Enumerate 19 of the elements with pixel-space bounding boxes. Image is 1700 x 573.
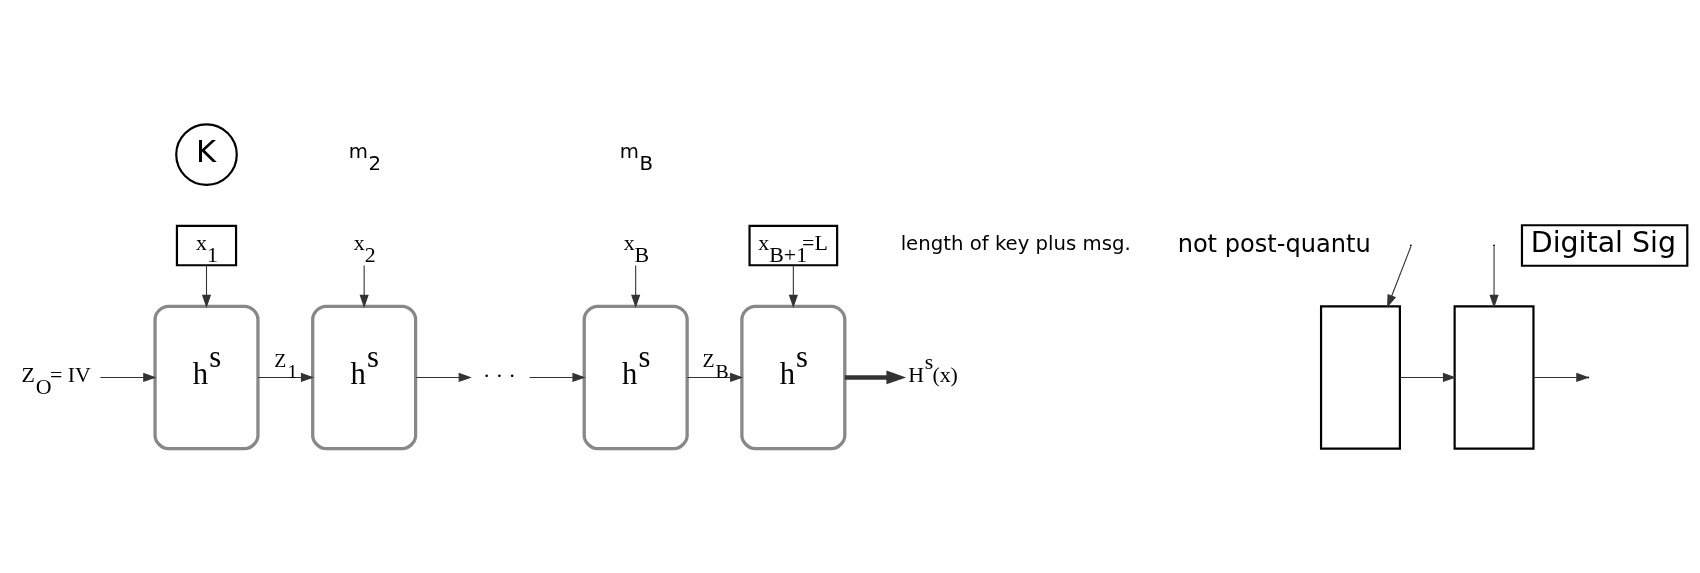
arrow bbox=[359, 264, 369, 308]
arrow bbox=[631, 264, 641, 308]
node-box bbox=[1319, 305, 1401, 450]
arrow bbox=[529, 372, 586, 383]
arrow bbox=[844, 370, 907, 385]
arrow bbox=[257, 372, 315, 383]
node-box: Digital Sig bbox=[1520, 224, 1689, 267]
arrow bbox=[1489, 246, 1499, 308]
node-text: · · · bbox=[482, 362, 516, 388]
arrow bbox=[1399, 372, 1457, 383]
node-box bbox=[1453, 305, 1535, 450]
arrow bbox=[788, 264, 798, 308]
arrow bbox=[415, 372, 472, 383]
node-label: length of key plus msg. bbox=[900, 232, 1131, 256]
node-circle: K bbox=[175, 123, 238, 186]
arrow bbox=[1387, 246, 1412, 308]
arrow bbox=[201, 264, 212, 308]
node-text: not post-quantu bbox=[1177, 229, 1371, 258]
arrow bbox=[99, 372, 157, 383]
